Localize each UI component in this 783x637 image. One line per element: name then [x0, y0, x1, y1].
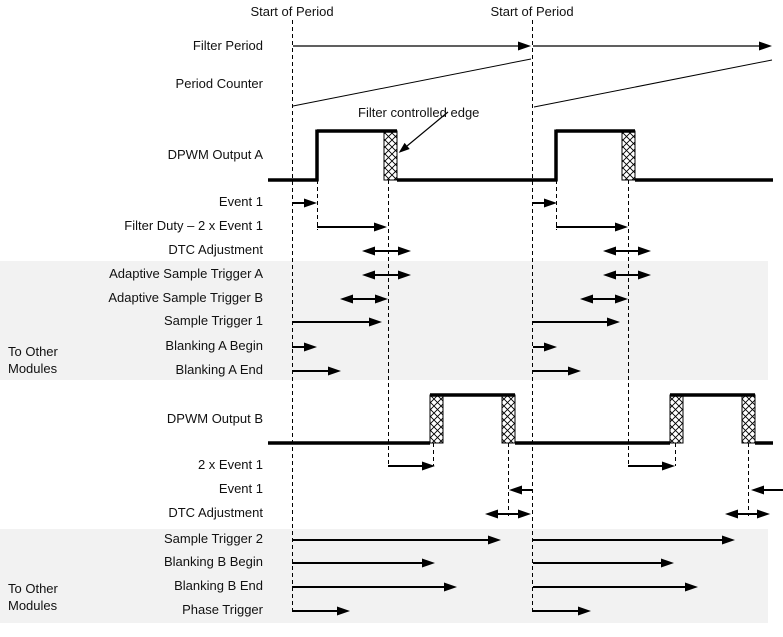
a-sample-trigger-1-arrow-2-arrowhead-right — [607, 317, 620, 327]
row-label-b-dtc-adjustment: DTC Adjustment — [168, 505, 263, 520]
to-other-modules-line2: Modules — [8, 598, 58, 613]
filter-period-arrowhead-1 — [518, 41, 531, 51]
a-adaptive-sample-trigger-a-arrow-2-arrowhead-right — [638, 270, 651, 280]
dpwm-b-filter-edge-hatch-2 — [502, 395, 515, 443]
b-dtc-adjustment-arrow-1-arrowhead-right — [518, 509, 531, 519]
dpwm-b-filter-edge-hatch-3 — [670, 395, 683, 443]
period-counter-ramp-2 — [533, 59, 773, 108]
b-blanking-b-begin-arrow-1-arrowhead-right — [422, 558, 435, 568]
a-adaptive-sample-trigger-b-arrow-1-arrowhead-right — [375, 294, 388, 304]
row-label-a-adaptive-sample-trigger-b: Adaptive Sample Trigger B — [108, 290, 263, 305]
filter-period-label: Filter Period — [192, 38, 263, 53]
a-event-1-arrow-1-arrowhead-right — [304, 198, 317, 208]
a-adaptive-sample-trigger-b-arrow-2-arrowhead-right — [615, 294, 628, 304]
row-label-a-blanking-a-end: Blanking A End — [175, 362, 263, 377]
row-label-a-event-1: Event 1 — [218, 194, 263, 209]
filter-period-arrowhead-2 — [759, 41, 772, 51]
b-2-x-event-1-arrow-2-arrowhead-right — [662, 461, 675, 471]
b-sample-trigger-2-arrow-1-arrowhead-right — [488, 535, 501, 545]
b-dtc-adjustment-arrow-2-arrowhead-right — [757, 509, 770, 519]
b-event-1-arrow-1-arrowhead-left — [509, 485, 522, 495]
a-dtc-adjustment-arrow-1-arrowhead-right — [398, 246, 411, 256]
to-other-modules-line1: To Other — [8, 581, 58, 596]
a-adaptive-sample-trigger-b-arrow-1-arrowhead-left — [340, 294, 353, 304]
period-counter-ramp-1 — [292, 58, 532, 107]
b-phase-trigger-arrow-2-arrowhead-right — [578, 606, 591, 616]
a-blanking-a-begin-arrow-2-arrowhead-right — [544, 342, 557, 352]
period-counter-label: Period Counter — [175, 76, 263, 91]
b-phase-trigger-arrow-1-arrowhead-right — [337, 606, 350, 616]
b-event-1-arrow-2-arrowhead-left — [751, 485, 764, 495]
to-other-modules-line2: Modules — [8, 361, 58, 376]
dpwm-a-filter-edge-hatch-2 — [622, 131, 635, 180]
to-other-modules-label-2: To Other Modules — [8, 580, 58, 614]
row-label-b-blanking-b-end: Blanking B End — [174, 578, 263, 593]
to-other-modules-band-1 — [0, 261, 768, 380]
row-label-b-event-1: Event 1 — [218, 481, 263, 496]
dpwm-output-b-label: DPWM Output B — [166, 411, 263, 426]
row-label-a-dtc-adjustment: DTC Adjustment — [168, 242, 263, 257]
a-adaptive-sample-trigger-a-arrow-1-arrowhead-right — [398, 270, 411, 280]
row-label-a-adaptive-sample-trigger-a: Adaptive Sample Trigger A — [109, 266, 263, 281]
start-of-period-label-2: Start of Period — [490, 4, 574, 19]
dpwm-a-filter-edge-hatch-1 — [384, 131, 397, 180]
a-sample-trigger-1-arrow-1-arrowhead-right — [369, 317, 382, 327]
b-blanking-b-end-arrow-1-arrowhead-right — [444, 582, 457, 592]
dpwm-b-filter-edge-hatch-1 — [430, 395, 443, 443]
a-event-1-arrow-2-arrowhead-right — [544, 198, 557, 208]
row-label-a-blanking-a-begin: Blanking A Begin — [165, 338, 263, 353]
a-filter-duty-2-x-event-1-arrow-1-arrowhead-right — [374, 222, 387, 232]
to-other-modules-band-2 — [0, 529, 768, 623]
a-adaptive-sample-trigger-a-arrow-2-arrowhead-left — [603, 270, 616, 280]
row-label-b-blanking-b-begin: Blanking B Begin — [163, 554, 263, 569]
a-blanking-a-end-arrow-1-arrowhead-right — [328, 366, 341, 376]
row-label-b-sample-trigger-2: Sample Trigger 2 — [164, 531, 263, 546]
filter-controlled-edge-pointer-arrowhead — [398, 142, 410, 153]
b-2-x-event-1-arrow-1-arrowhead-right — [422, 461, 435, 471]
a-adaptive-sample-trigger-a-arrow-1-arrowhead-left — [362, 270, 375, 280]
a-adaptive-sample-trigger-b-arrow-2-arrowhead-left — [580, 294, 593, 304]
dpwm-output-a-label: DPWM Output A — [167, 147, 263, 162]
row-label-b-phase-trigger: Phase Trigger — [182, 602, 263, 617]
b-blanking-b-begin-arrow-2-arrowhead-right — [661, 558, 674, 568]
a-blanking-a-begin-arrow-1-arrowhead-right — [304, 342, 317, 352]
a-dtc-adjustment-arrow-2-arrowhead-left — [603, 246, 616, 256]
a-filter-duty-2-x-event-1-arrow-2-arrowhead-right — [615, 222, 628, 232]
a-blanking-a-end-arrow-2-arrowhead-right — [568, 366, 581, 376]
filter-controlled-edge-label: Filter controlled edge — [358, 105, 480, 120]
start-of-period-label-1: Start of Period — [250, 4, 334, 19]
to-other-modules-label-1: To Other Modules — [8, 343, 58, 377]
row-label-a-sample-trigger-1: Sample Trigger 1 — [164, 313, 263, 328]
b-dtc-adjustment-arrow-2-arrowhead-left — [725, 509, 738, 519]
a-dtc-adjustment-arrow-2-arrowhead-right — [638, 246, 651, 256]
b-sample-trigger-2-arrow-2-arrowhead-right — [722, 535, 735, 545]
a-dtc-adjustment-arrow-1-arrowhead-left — [362, 246, 375, 256]
row-label-b-2-x-event-1: 2 x Event 1 — [197, 457, 263, 472]
b-blanking-b-end-arrow-2-arrowhead-right — [685, 582, 698, 592]
to-other-modules-line1: To Other — [8, 344, 58, 359]
filter-controlled-edge-pointer-line — [406, 111, 449, 147]
dpwm-b-filter-edge-hatch-4 — [742, 395, 755, 443]
row-label-a-filter-duty-2-x-event-1: Filter Duty – 2 x Event 1 — [124, 218, 263, 233]
b-dtc-adjustment-arrow-1-arrowhead-left — [485, 509, 498, 519]
